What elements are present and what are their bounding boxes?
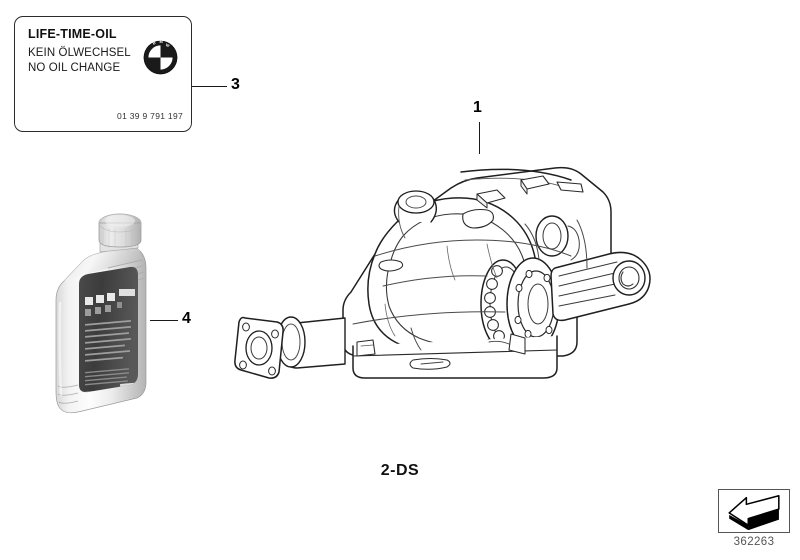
callout-number-4: 4 xyxy=(182,310,191,327)
sticker-part-number: 01 39 9 791 197 xyxy=(117,111,183,121)
diagram-label-text: 2-DS xyxy=(380,462,420,479)
sticker-text-german: KEIN ÖLWECHSEL xyxy=(28,47,131,59)
sticker-text-english: NO OIL CHANGE xyxy=(28,62,121,74)
life-time-oil-sticker: LIFE-TIME-OIL KEIN ÖLWECHSEL NO OIL CHAN… xyxy=(14,16,192,132)
installation-direction-arrow-icon xyxy=(728,494,780,531)
svg-text:M: M xyxy=(159,40,162,44)
sticker-title: LIFE-TIME-OIL xyxy=(28,27,117,41)
rear-axle-differential xyxy=(234,166,651,379)
bmw-roundel-icon: B M W xyxy=(143,40,178,75)
callout-leader-3 xyxy=(192,86,227,88)
callout-leader-1 xyxy=(479,122,481,154)
diagram-label: 2-DS xyxy=(0,462,800,480)
callout-number-1: 1 xyxy=(473,99,482,116)
oil-bottle-1-litre xyxy=(55,213,147,414)
callout-number-3: 3 xyxy=(231,76,240,93)
diagram-number: 362263 xyxy=(733,536,775,548)
svg-text:W: W xyxy=(165,43,170,48)
callout-leader-4 xyxy=(150,320,178,322)
installation-direction-box xyxy=(718,489,790,533)
svg-text:B: B xyxy=(152,41,157,46)
